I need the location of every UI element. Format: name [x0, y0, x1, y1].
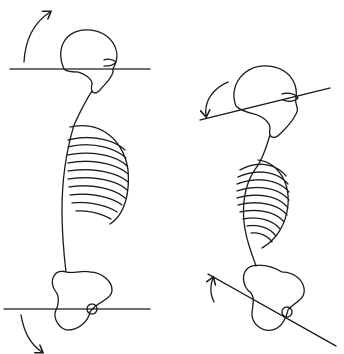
spine-line — [62, 91, 92, 272]
pelvis-outline — [52, 271, 112, 330]
ribcage-outline — [70, 126, 128, 224]
pelvis-rotation-arrow — [21, 315, 42, 352]
ribcage — [68, 126, 128, 224]
ribcage — [237, 160, 289, 248]
head-rotation-arrow — [206, 82, 228, 116]
panel-upright-posture — [4, 12, 150, 352]
head-rotation-arrow — [24, 12, 50, 62]
pelvis-rotation-arrow — [211, 278, 214, 302]
panel-tilted-posture — [200, 66, 336, 346]
head-outline — [61, 30, 117, 93]
pelvis-outline — [244, 265, 305, 330]
spine-line — [244, 135, 271, 266]
pelvis-reference-line — [208, 274, 336, 346]
head-reference-line — [200, 88, 330, 120]
